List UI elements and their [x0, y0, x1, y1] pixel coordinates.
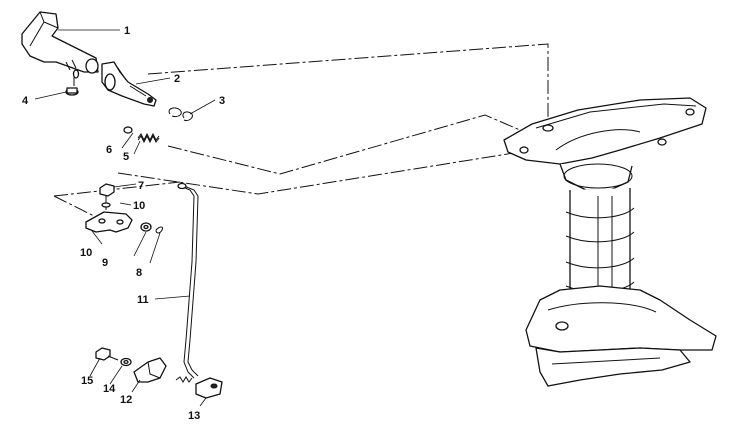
callout-8: 8 — [136, 267, 142, 279]
callout-3: 3 — [219, 95, 225, 107]
assembly-reference-lines — [53, 43, 549, 226]
callout-7: 7 — [138, 180, 144, 192]
callout-10-upper: 10 — [133, 200, 145, 212]
callout-2: 2 — [174, 73, 180, 85]
part-11-shift-rod — [175, 182, 199, 383]
part-1-shift-lever — [21, 11, 99, 79]
callout-11: 11 — [137, 294, 149, 306]
callout-4: 4 — [22, 95, 29, 107]
callout-leaders — [34, 29, 216, 407]
part-6-washer — [123, 126, 133, 134]
callout-10-lower: 10 — [80, 247, 92, 259]
callout-5: 5 — [123, 151, 129, 163]
part-8-pin — [155, 226, 163, 234]
callout-15: 15 — [81, 375, 93, 387]
part-10-bracket — [85, 211, 133, 233]
part-9-washer — [140, 222, 152, 232]
part-4-screw — [65, 76, 79, 96]
part-15-bolt — [95, 347, 119, 361]
part-14-washer — [120, 357, 132, 367]
part-5-spring — [137, 132, 160, 144]
callout-1: 1 — [124, 25, 130, 37]
callout-12: 12 — [120, 394, 132, 406]
part-2-rod-joint — [101, 61, 157, 107]
lower-unit-casing — [503, 97, 717, 387]
part-13-connector — [195, 377, 223, 399]
callout-6: 6 — [106, 144, 112, 156]
part-7-bolt — [99, 183, 115, 210]
callout-13: 13 — [188, 410, 200, 422]
callout-9: 9 — [102, 257, 108, 269]
callout-labels: 1 2 3 4 5 6 7 8 9 10 10 11 12 13 14 15 — [22, 25, 225, 422]
callout-14: 14 — [103, 383, 116, 395]
part-3-circlip — [168, 107, 193, 121]
part-12-clamp — [133, 357, 167, 383]
